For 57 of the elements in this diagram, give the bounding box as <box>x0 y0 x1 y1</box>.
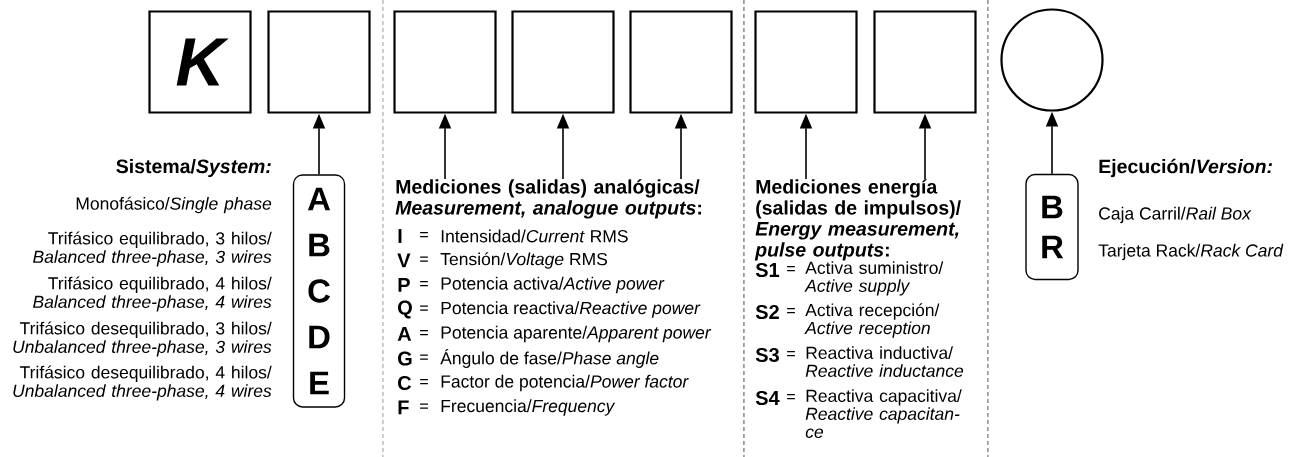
code-letter: P <box>398 278 410 292</box>
code-letter: Q <box>398 300 412 319</box>
heading: Mediciones energía (salidas de impulsos)/ Energy measurement, pulse outputs: <box>754 179 961 261</box>
code-box <box>511 10 615 114</box>
code-letter: V <box>397 253 411 268</box>
option-text: Trifásico equilibrado, 4 hilos/ Balanced three-phase, 4 wires <box>33 276 272 312</box>
equals-sign: = <box>420 379 428 385</box>
code-box <box>629 10 733 114</box>
option-text: Activa recepción/ Active reception <box>804 303 940 338</box>
code-circle <box>1000 8 1104 112</box>
equals-sign: = <box>420 281 428 287</box>
code-letter: S4 <box>755 390 780 406</box>
equals-sign: = <box>420 354 428 360</box>
option-text: Ángulo de fase/Phase angle <box>440 349 659 368</box>
code-box <box>267 10 371 114</box>
equals-sign: = <box>787 266 795 272</box>
heading: Sistema/System: <box>116 158 271 178</box>
option-text: Reactiva capacitiva/ Reactive capacitan- ce <box>805 389 962 439</box>
equals-sign: = <box>787 351 795 357</box>
option-text: Potencia activa/Active power <box>441 276 665 294</box>
option-text: Tarjeta Rack/Rack Card <box>1098 243 1284 261</box>
option-text: Monofásico/Single phase <box>76 196 272 214</box>
code-box: K <box>148 10 252 114</box>
heading: Mediciones (salidas) analógicas/ Measurement, analogue outputs: <box>395 179 701 219</box>
option-text: Caja Carril/Rail Box <box>1099 206 1252 224</box>
option-text: Trifásico desequilibrado, 4 hilos/ Unbalanced three-phase, 4 wires <box>13 365 272 401</box>
option-text: Frecuencia/Frequency <box>441 399 616 416</box>
option-text: Activa suministro/ Active supply <box>804 261 944 296</box>
code-box <box>873 10 977 114</box>
option-text: Trifásico equilibrado, 3 hilos/ Balanced three-phase, 3 wires <box>33 231 272 267</box>
code-letter: S2 <box>755 304 779 320</box>
heading: Ejecución/Version: <box>1099 158 1273 178</box>
code-box <box>393 10 497 114</box>
equals-sign: = <box>420 330 428 336</box>
equals-sign: = <box>420 305 428 311</box>
code-letter: C <box>398 375 412 391</box>
option-text: Reactiva inductiva/ Reactive inductance <box>805 346 964 378</box>
equals-sign: = <box>787 308 795 314</box>
equals-sign: = <box>420 232 428 238</box>
equals-sign: = <box>787 394 795 400</box>
code-letter: F <box>398 400 409 415</box>
option-text: Factor de potencia/Power factor <box>441 374 689 392</box>
option-box: A B C D E <box>292 174 346 408</box>
equals-sign: = <box>420 256 428 262</box>
option-text: Intensidad/Current RMS <box>441 229 628 243</box>
option-text: Trifásico desequilibrado, 3 hilos/ Unbalanced three-phase, 3 wires <box>13 321 272 357</box>
option-text: Potencia aparente/Apparent power <box>441 325 712 343</box>
code-box <box>754 10 858 114</box>
code-letter: S3 <box>755 347 779 363</box>
option-box: B R <box>1025 173 1079 281</box>
option-text: Potencia reactiva/Reactive power <box>441 301 701 318</box>
code-letter: I <box>398 229 402 243</box>
code-letter: S1 <box>755 262 780 278</box>
code-letter: G <box>398 351 412 366</box>
option-text: Tensión/Voltage RMS <box>440 252 608 269</box>
code-letter: A <box>397 327 412 341</box>
equals-sign: = <box>420 403 428 409</box>
